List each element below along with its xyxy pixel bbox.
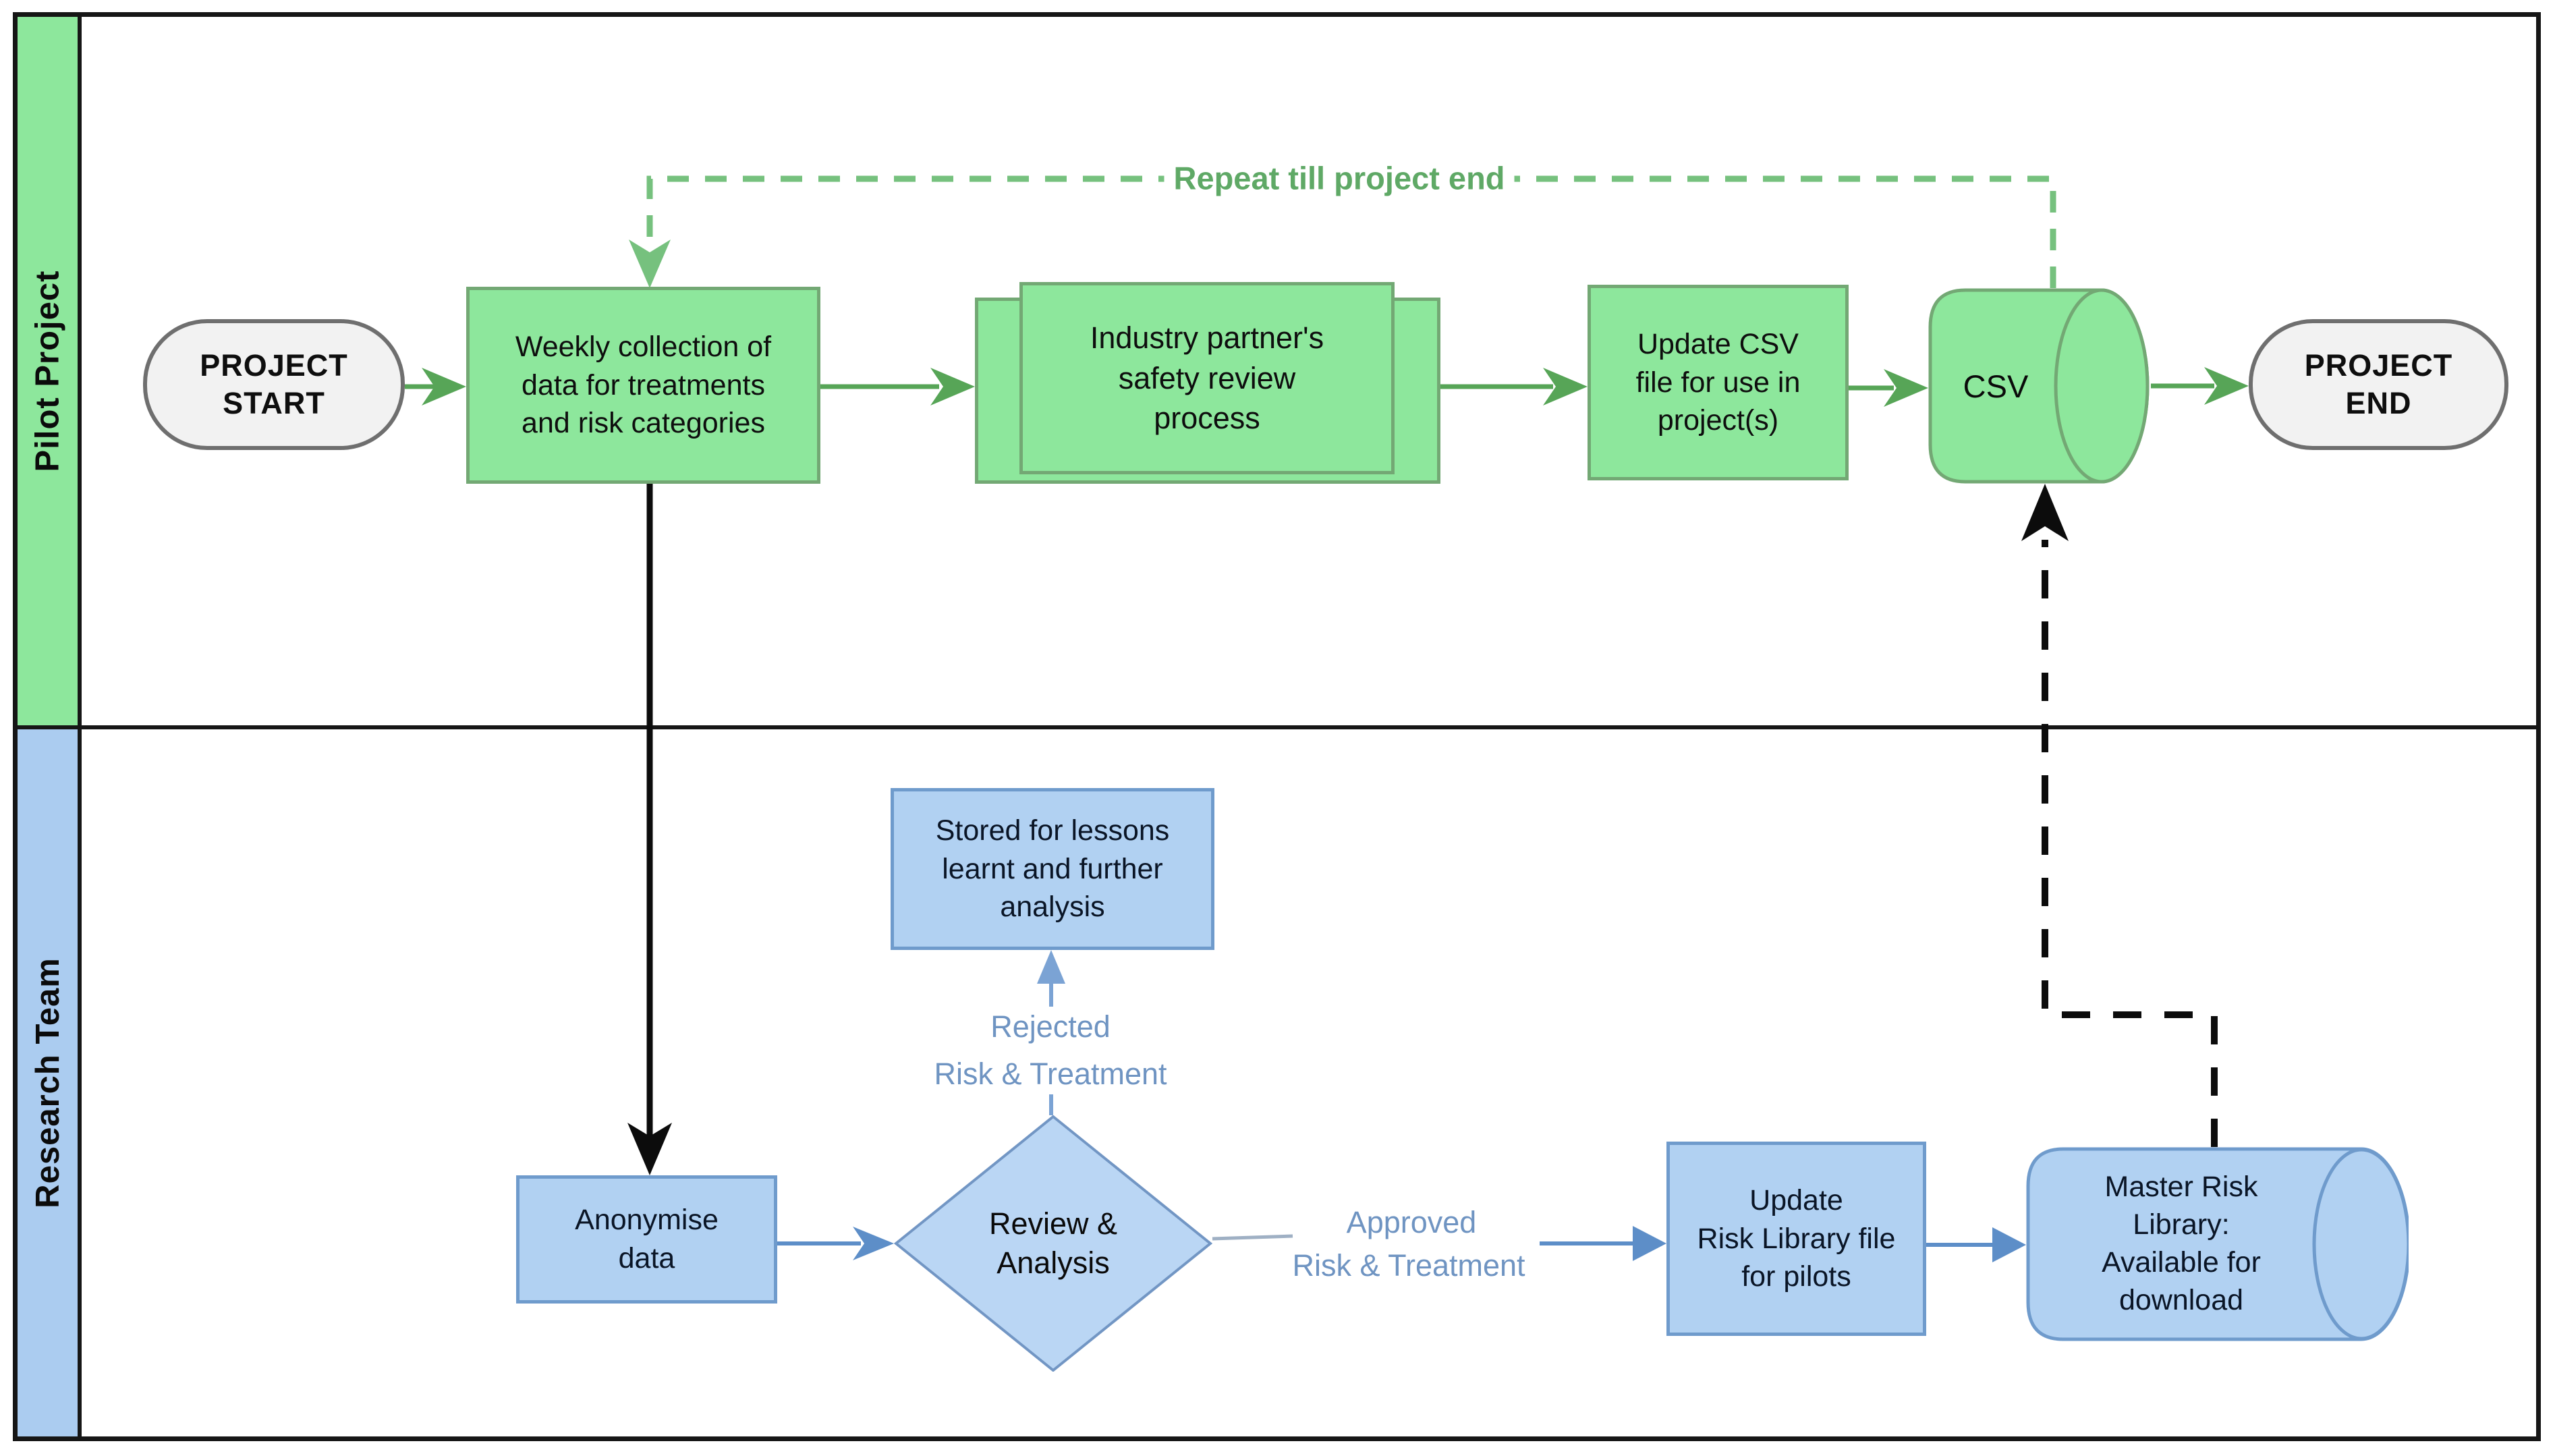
- master-cylinder-shape: [2026, 1147, 2409, 1341]
- lane-header-pilot-project: Pilot Project: [18, 17, 78, 725]
- node-project-start: PROJECT START: [143, 319, 405, 450]
- node-industry-review: Industry partner's safety review process: [1019, 282, 1395, 474]
- node-master-risk-library: Master Risk Library: Available for downl…: [2026, 1147, 2409, 1341]
- node-review-analysis-label: Review & Analysis: [988, 1206, 1118, 1281]
- arrow-updatelibrary-to-master: [1926, 1227, 2026, 1262]
- node-master-risk-library-label: Master Risk Library: Available for downl…: [2102, 1171, 2261, 1316]
- arrow-review-to-updatelibrary: [1212, 1226, 1666, 1261]
- label-rejected-line1: Rejected: [981, 1008, 1120, 1046]
- node-csv-label: CSV: [1963, 368, 2029, 404]
- node-project-end: PROJECT END: [2249, 319, 2508, 450]
- arrow-updatecsv-to-csv: [1849, 369, 1928, 407]
- label-approved-line1: Approved: [1337, 1204, 1486, 1241]
- csv-cylinder-shape: [1928, 288, 2150, 484]
- node-anonymise-data: Anonymise data: [516, 1175, 777, 1304]
- lane-divider: [13, 725, 2541, 729]
- node-stored-lessons: Stored for lessons learnt and further an…: [891, 788, 1214, 950]
- arrow-start-to-weekly: [405, 368, 466, 405]
- arrow-industry-to-updatecsv: [1440, 368, 1588, 405]
- label-repeat-till-project-end: Repeat till project end: [1164, 158, 1515, 198]
- node-weekly-collection: Weekly collection of data for treatments…: [466, 287, 820, 484]
- lane-header-research-team: Research Team: [18, 729, 78, 1436]
- arrow-weekly-to-anonymise: [627, 484, 672, 1175]
- arrow-csv-to-end: [2151, 367, 2249, 405]
- arrow-review-to-stored: [1037, 950, 1065, 1115]
- arrow-weekly-to-industry: [820, 368, 975, 405]
- label-rejected-line2: Risk & Treatment: [924, 1055, 1177, 1093]
- dashed-arrow-master-to-csv: [2021, 484, 2218, 1147]
- arrow-anonymise-to-review: [777, 1227, 894, 1260]
- label-approved-line2: Risk & Treatment: [1283, 1247, 1535, 1285]
- node-csv-store: CSV: [1928, 288, 2151, 484]
- node-update-risk-library: Update Risk Library file for pilots: [1666, 1142, 1926, 1336]
- review-diamond-shape: [894, 1115, 1212, 1372]
- node-update-csv: Update CSV file for use in project(s): [1588, 285, 1849, 480]
- node-review-analysis: Review & Analysis: [894, 1115, 1212, 1372]
